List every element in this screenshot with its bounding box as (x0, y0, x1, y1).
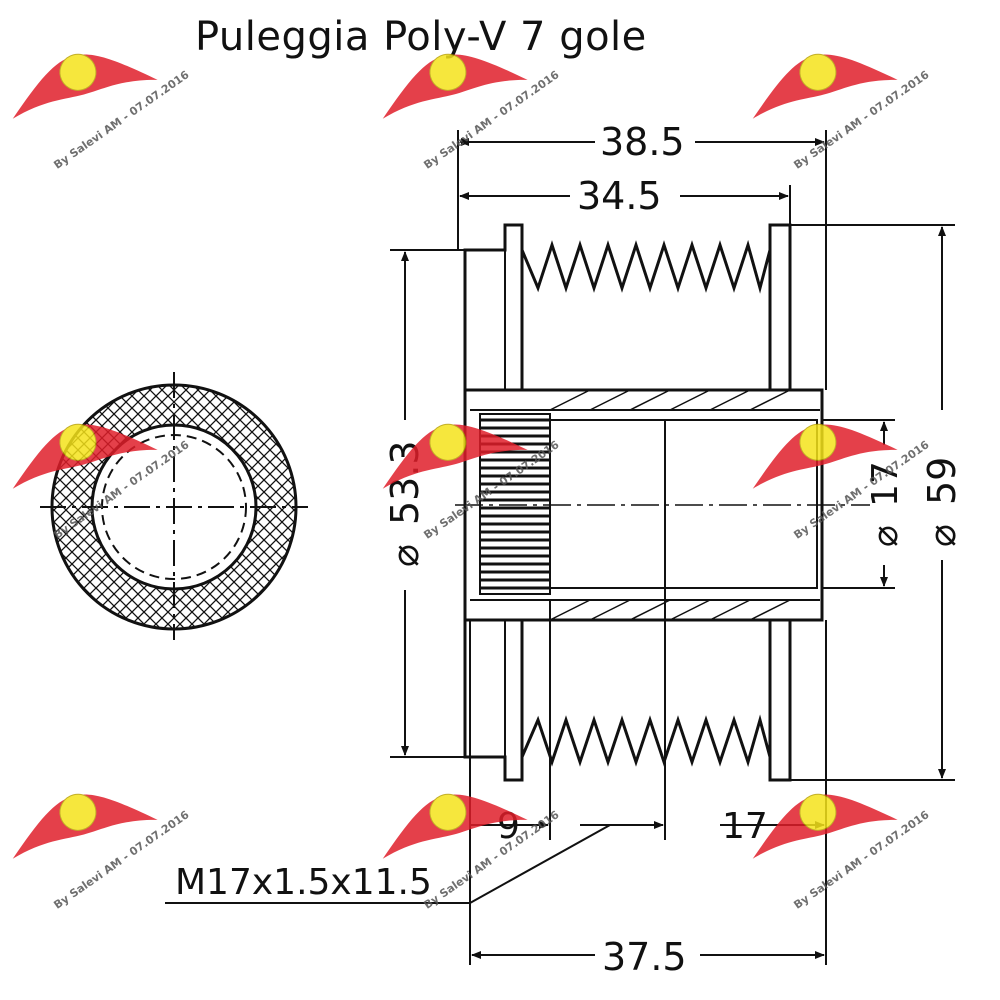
dim-depth-right: 17 (722, 806, 768, 847)
end-view (40, 372, 308, 640)
dim-thread-spec: M17x1.5x11.5 (175, 862, 432, 903)
watermark-logo: By Salevi AM - 07.07.2016 (382, 53, 562, 172)
drawing-title: Puleggia Poly-V 7 gole (195, 14, 647, 60)
pulley-side-view (455, 223, 870, 782)
watermark-logo: By Salevi AM - 07.07.2016 (752, 793, 932, 912)
logo-badge (59, 53, 97, 91)
dim-groove-length: 34.5 (577, 174, 662, 218)
logo-badge (429, 53, 467, 91)
dimension-lines (165, 130, 955, 965)
dim-overall-length: 38.5 (600, 120, 685, 164)
logo-badge (429, 793, 467, 831)
logo-badge (799, 793, 837, 831)
dim-bore-diameter: 17 (865, 461, 906, 507)
dim-inner-diameter-symbol: ⌀ (383, 544, 427, 567)
logo-badge (429, 423, 467, 461)
dim-outer-diameter-symbol: ⌀ (920, 524, 964, 547)
watermark-logo: By Salevi AM - 07.07.2016 (12, 53, 192, 172)
dim-body-length: 37.5 (602, 935, 687, 979)
dim-bore-diameter-symbol: ⌀ (865, 525, 906, 547)
logo-badge (799, 53, 837, 91)
logo-badge (59, 423, 97, 461)
logo-badge (799, 423, 837, 461)
dim-outer-diameter: 59 (920, 457, 964, 505)
watermark-logo: By Salevi AM - 07.07.2016 (752, 53, 932, 172)
logo-badge (59, 793, 97, 831)
